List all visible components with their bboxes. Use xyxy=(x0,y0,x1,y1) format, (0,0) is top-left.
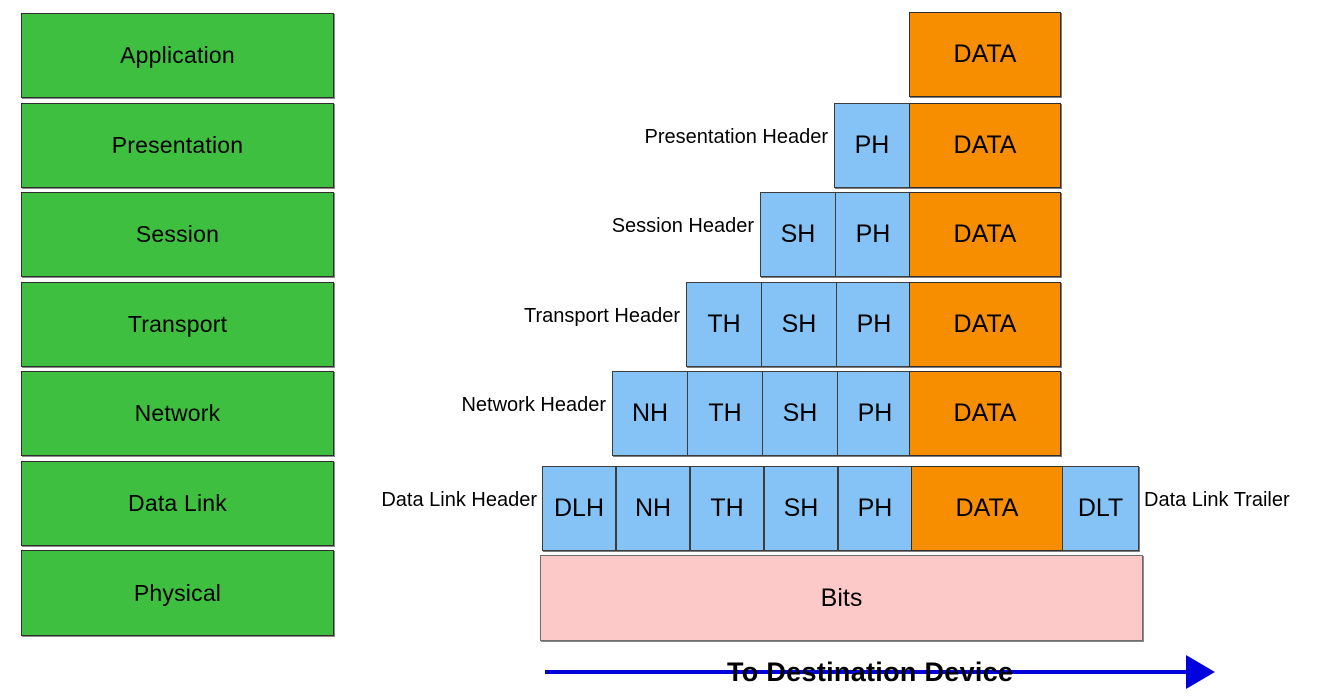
osi-layer-label: Transport xyxy=(127,311,228,337)
osi-layer-label: Network xyxy=(134,400,221,426)
pdu-block-label: DATA xyxy=(955,494,1019,522)
pdu-block-label: PH xyxy=(857,494,893,522)
caption-session-header: Session Header xyxy=(360,213,754,239)
caption-text: Presentation Header xyxy=(644,126,828,148)
caption-text: Network Header xyxy=(461,394,606,416)
pdu-block-label: Bits xyxy=(820,583,863,612)
pdu-block-data-application[interactable]: DATA xyxy=(909,12,1061,97)
osi-layer-label: Physical xyxy=(133,579,222,606)
osi-layer-physical[interactable]: Physical xyxy=(21,550,334,636)
pdu-block-sh-transport[interactable]: SH xyxy=(761,282,837,367)
osi-layer-label: Session xyxy=(135,221,220,247)
pdu-block-th-network[interactable]: TH xyxy=(687,371,763,456)
pdu-block-label: PH xyxy=(855,220,891,248)
pdu-block-label: TH xyxy=(710,494,744,522)
pdu-block-th-transport[interactable]: TH xyxy=(686,282,762,367)
caption-transport-header: Transport Header xyxy=(360,303,680,329)
pdu-block-bits-physical[interactable]: Bits xyxy=(540,555,1143,641)
caption-data-link-trailer: Data Link Trailer xyxy=(1144,487,1329,513)
pdu-block-label: PH xyxy=(854,131,890,159)
osi-layer-label: Data Link xyxy=(128,490,227,516)
pdu-block-data-session[interactable]: DATA xyxy=(909,192,1061,277)
osi-layer-label: Presentation xyxy=(111,132,244,158)
pdu-block-ph-session[interactable]: PH xyxy=(835,192,911,277)
pdu-block-sh-network[interactable]: SH xyxy=(762,371,838,456)
osi-layer-network[interactable]: Network xyxy=(21,371,334,456)
pdu-block-dlt-data-link[interactable]: DLT xyxy=(1062,466,1139,551)
caption-text: Transport Header xyxy=(524,305,680,327)
pdu-block-label: PH xyxy=(857,399,893,427)
pdu-block-label: NH xyxy=(634,494,672,522)
pdu-block-label: NH xyxy=(631,399,669,427)
pdu-block-label: PH xyxy=(856,310,892,338)
pdu-block-ph-network[interactable]: PH xyxy=(837,371,913,456)
osi-layer-presentation[interactable]: Presentation xyxy=(21,103,334,188)
caption-text: Session Header xyxy=(611,215,754,237)
pdu-block-data-data-link[interactable]: DATA xyxy=(911,466,1063,551)
pdu-block-label: SH xyxy=(783,494,819,522)
direction-arrow-label: To Destination Device xyxy=(727,657,1014,687)
pdu-block-nh-data-link[interactable]: NH xyxy=(616,466,690,551)
caption-network-header: Network Header xyxy=(360,392,606,418)
caption-presentation-header: Presentation Header xyxy=(360,124,828,150)
osi-layer-data-link[interactable]: Data Link xyxy=(21,461,334,546)
pdu-block-label: DATA xyxy=(953,310,1017,338)
osi-layer-transport[interactable]: Transport xyxy=(21,282,334,367)
osi-layer-application[interactable]: Application xyxy=(21,13,334,98)
pdu-block-label: DATA xyxy=(953,131,1017,159)
pdu-block-label: TH xyxy=(707,310,741,338)
pdu-block-label: DLH xyxy=(553,494,604,522)
pdu-block-label: DATA xyxy=(953,40,1017,68)
pdu-block-sh-data-link[interactable]: SH xyxy=(764,466,838,551)
caption-text: Data Link Trailer xyxy=(1144,489,1290,511)
pdu-block-label: DATA xyxy=(953,220,1017,248)
pdu-block-nh-network[interactable]: NH xyxy=(612,371,688,456)
pdu-block-ph-presentation[interactable]: PH xyxy=(834,103,910,188)
pdu-block-label: SH xyxy=(780,220,816,248)
caption-text: Data Link Header xyxy=(381,489,537,511)
pdu-block-dlh-data-link[interactable]: DLH xyxy=(542,466,616,551)
pdu-block-data-network[interactable]: DATA xyxy=(909,371,1061,456)
caption-data-link-header: Data Link Header xyxy=(330,487,537,513)
pdu-block-label: TH xyxy=(708,399,742,427)
pdu-block-label: DLT xyxy=(1077,494,1124,522)
pdu-block-data-transport[interactable]: DATA xyxy=(909,282,1061,367)
pdu-block-data-presentation[interactable]: DATA xyxy=(909,103,1061,188)
pdu-block-ph-transport[interactable]: PH xyxy=(836,282,912,367)
pdu-block-label: SH xyxy=(781,310,817,338)
direction-arrow-head xyxy=(1186,655,1215,689)
osi-layer-session[interactable]: Session xyxy=(21,192,334,277)
osi-layer-label: Application xyxy=(120,42,235,68)
pdu-block-label: SH xyxy=(782,399,818,427)
pdu-block-th-data-link[interactable]: TH xyxy=(690,466,764,551)
pdu-block-ph-data-link[interactable]: PH xyxy=(838,466,912,551)
pdu-block-sh-session[interactable]: SH xyxy=(760,192,836,277)
pdu-block-label: DATA xyxy=(953,399,1017,427)
